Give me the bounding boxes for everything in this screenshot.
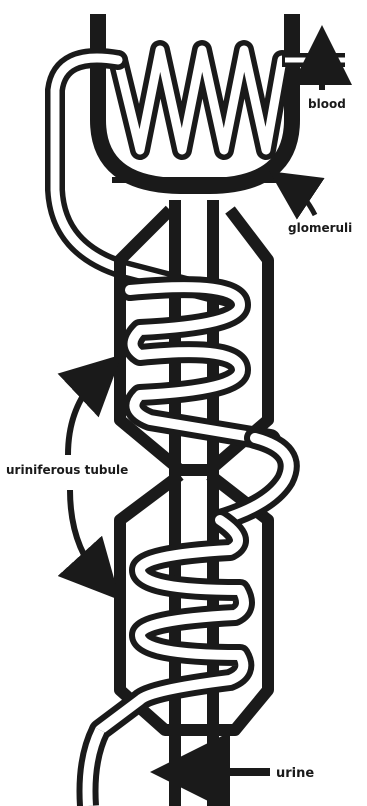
tubule-arrow-down xyxy=(70,490,100,578)
urine-label: urine xyxy=(276,766,314,781)
tubule-arrow-up xyxy=(68,375,100,455)
glomeruli-label: glomeruli xyxy=(288,221,352,235)
glomeruli-arrow xyxy=(290,185,315,215)
blood-label: blood xyxy=(308,97,346,111)
tubule-label: uriniferous tubule xyxy=(6,463,128,477)
